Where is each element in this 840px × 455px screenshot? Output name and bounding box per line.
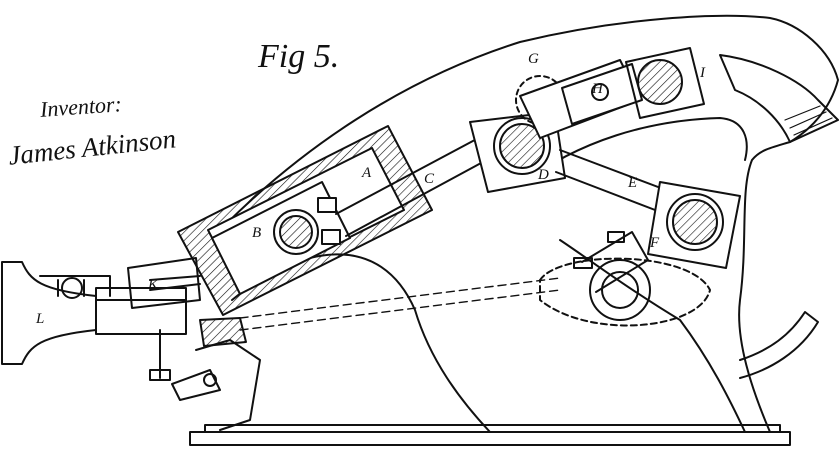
- connecting-rod-C: [335, 133, 495, 237]
- carburettor-L: [1, 261, 97, 365]
- inlet-pipe-K: [127, 257, 201, 309]
- part-label-B: B: [252, 225, 262, 241]
- hose: [739, 311, 819, 379]
- part-label-C: C: [424, 171, 435, 187]
- main-shaft: [589, 259, 651, 321]
- crank-I: [637, 59, 683, 105]
- part-label-L: L: [36, 311, 45, 327]
- piston-pin: [279, 215, 313, 249]
- slide-H: [561, 63, 643, 125]
- part-label-G: G: [528, 51, 539, 67]
- inventor-label: Inventor:: [39, 91, 123, 122]
- part-label-F: F: [650, 235, 660, 251]
- engine-housing: [221, 14, 839, 433]
- part-label-D: D: [538, 167, 549, 183]
- valve-lever: [171, 369, 221, 401]
- base-plate: [189, 431, 791, 446]
- part-label-E: E: [628, 175, 638, 191]
- part-label-H: H: [592, 81, 603, 97]
- pivot-F: [672, 199, 718, 245]
- part-label-K: K: [148, 277, 159, 293]
- part-label-A: A: [362, 165, 372, 181]
- exhaust-horn: [719, 54, 839, 143]
- crank-pin-D: [499, 123, 545, 169]
- figure-title: Fig 5.: [258, 38, 340, 75]
- part-label-I: I: [700, 65, 705, 81]
